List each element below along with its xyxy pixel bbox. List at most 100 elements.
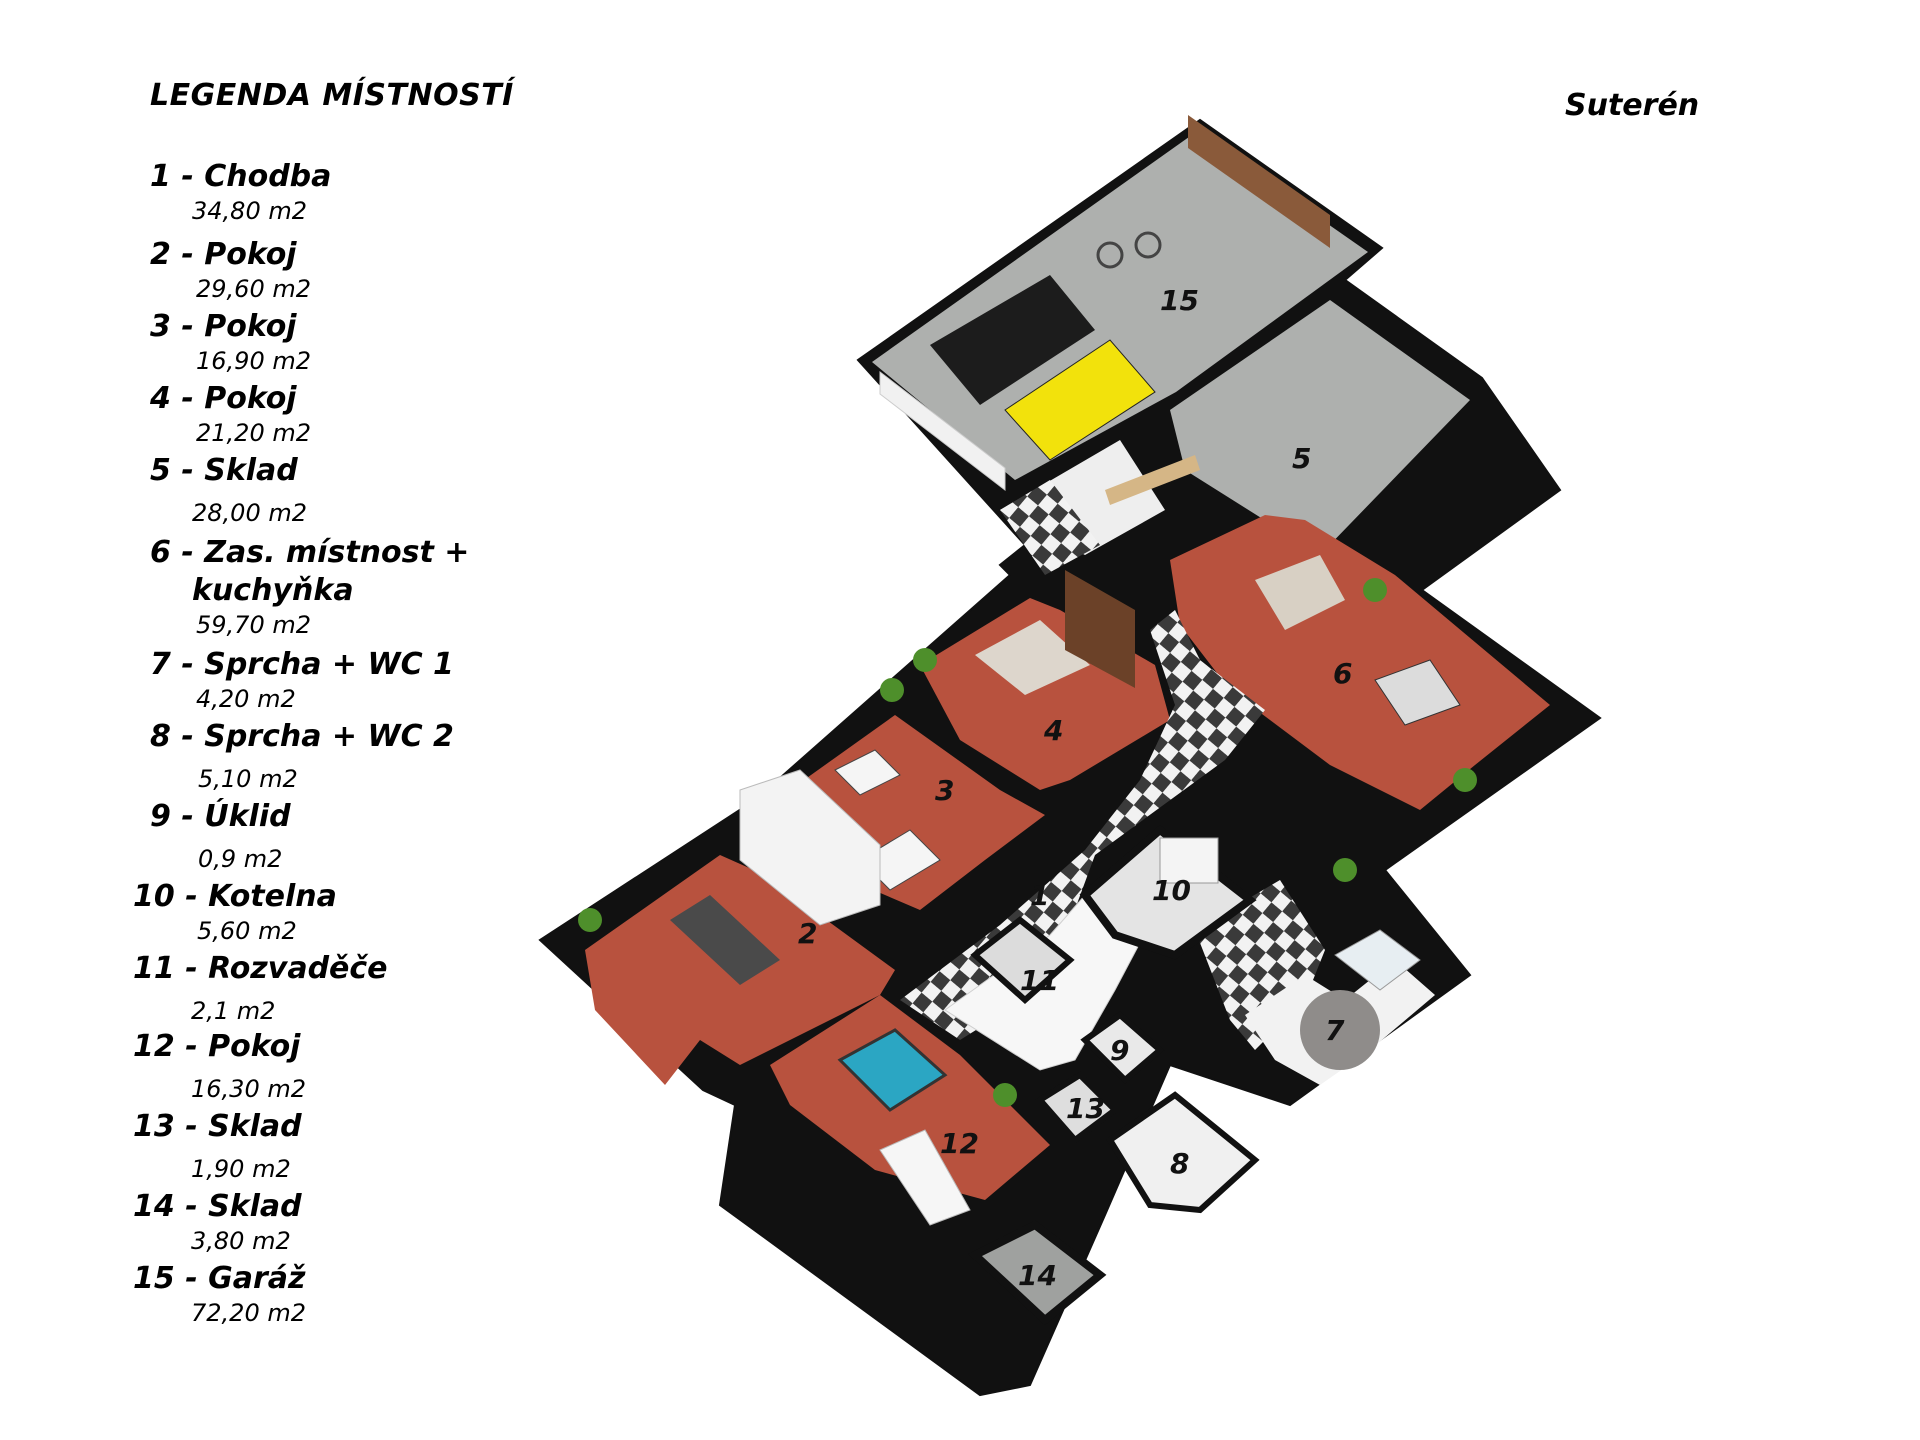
room-number-6: 6	[1333, 657, 1352, 690]
room-number-13: 13	[1066, 1092, 1105, 1125]
legend-item-name: 6 - Zas. místnost +	[150, 535, 470, 570]
plant-icon	[880, 678, 904, 702]
room-3-desk	[834, 749, 901, 796]
room-5-floor	[1170, 300, 1470, 555]
legend-item-8: 8 - Sprcha + WC 2 5,10 m2	[150, 718, 454, 794]
room-6-common-room	[1170, 515, 1550, 810]
legend-item-area: 29,60 m2	[196, 275, 311, 303]
room-number-7: 7	[1325, 1014, 1345, 1047]
room-number-11: 11	[1020, 964, 1059, 997]
legend-item-name: 7 - Sprcha + WC 1	[150, 647, 454, 682]
legend-item-3: 3 - Pokoj 16,90 m2	[150, 308, 311, 376]
room-9-floor	[1080, 1011, 1165, 1085]
legend-item-area: 5,60 m2	[197, 917, 297, 945]
legend-item-14: 14 - Sklad 3,80 m2	[133, 1188, 302, 1256]
room-5-storage	[1170, 300, 1470, 555]
room-number-9: 9	[1110, 1034, 1129, 1067]
room-number-14: 14	[1018, 1259, 1057, 1292]
legend-item-name: 12 - Pokoj	[133, 1029, 301, 1064]
plant-icon	[1453, 768, 1477, 792]
legend-item-4: 4 - Pokoj 21,20 m2	[150, 380, 311, 448]
legend-item-name-continued: kuchyňka	[192, 573, 354, 608]
room-9-cleaning	[1080, 1011, 1165, 1085]
room-4-sofa	[975, 620, 1090, 695]
room-12-sideboard	[879, 1129, 971, 1226]
legend-item-name: 9 - Úklid	[150, 799, 291, 834]
room-15-garage	[872, 115, 1368, 492]
room-2-wardrobe	[739, 769, 881, 926]
legend-item-name: 11 - Rozvaděče	[133, 951, 388, 986]
legend-item-name: 13 - Sklad	[133, 1109, 302, 1144]
room-10-floor	[1079, 824, 1257, 960]
room-4-bookshelf	[1065, 570, 1135, 688]
legend-item-name: 14 - Sklad	[133, 1189, 302, 1224]
bicycle-wheel	[1096, 241, 1124, 269]
legend-item-name: 10 - Kotelna	[133, 879, 337, 914]
boiler-unit	[1159, 837, 1219, 884]
legend-item-area: 4,20 m2	[196, 685, 296, 713]
legend-item-area: 1,90 m2	[191, 1155, 291, 1183]
legend-item-area: 59,70 m2	[196, 611, 311, 639]
room-10-boiler-room	[1079, 824, 1257, 960]
room-6-sofa	[1255, 555, 1345, 630]
legend-item-area: 28,00 m2	[192, 499, 307, 527]
plant-icon	[578, 908, 602, 932]
legend-item-9: 9 - Úklid 0,9 m2	[150, 798, 291, 874]
legend-item-15: 15 - Garáž 72,20 m2	[133, 1260, 306, 1328]
room-14-floor	[968, 1220, 1107, 1326]
legend-item-area: 0,9 m2	[198, 845, 283, 873]
corridor-upper	[1000, 480, 1100, 575]
legend-item-area: 72,20 m2	[191, 1299, 306, 1327]
legend-item-13: 13 - Sklad 1,90 m2	[133, 1108, 302, 1184]
room-4-room	[920, 570, 1170, 790]
room-number-2: 2	[798, 917, 817, 950]
room-number-12: 12	[940, 1127, 979, 1160]
legend-item-area: 34,80 m2	[192, 197, 307, 225]
legend-item-name: 8 - Sprcha + WC 2	[150, 719, 454, 754]
room-number-4: 4	[1043, 714, 1063, 747]
legend-item-10: 10 - Kotelna 5,60 m2	[133, 878, 337, 946]
room-2-table	[670, 895, 780, 985]
black-car	[930, 275, 1095, 405]
room-1-floor	[900, 610, 1265, 1040]
legend-item-area: 2,1 m2	[191, 997, 276, 1025]
legend-item-name: 5 - Sklad	[150, 453, 298, 488]
legend-item-name: 2 - Pokoj	[150, 237, 297, 272]
room-11-box	[970, 916, 1075, 1005]
room-12-room	[770, 995, 1050, 1226]
legend-item-area: 16,30 m2	[191, 1075, 306, 1103]
legend-item-2: 2 - Pokoj 29,60 m2	[150, 236, 311, 304]
legend-item-5: 5 - Sklad 28,00 m2	[150, 452, 307, 528]
room-number-10: 10	[1152, 874, 1191, 907]
plant-icon	[993, 1083, 1017, 1107]
plant-icon	[913, 648, 937, 672]
legend-title: LEGENDA MÍSTNOSTÍ	[150, 78, 514, 113]
yellow-car	[1004, 339, 1156, 461]
legend-item-11: 11 - Rozvaděče 2,1 m2	[133, 950, 388, 1026]
legend-item-area: 5,10 m2	[198, 765, 298, 793]
legend-item-name: 15 - Garáž	[133, 1261, 306, 1296]
shower-enclosure	[1334, 929, 1421, 991]
room-number-3: 3	[935, 774, 954, 807]
room-number-8: 8	[1170, 1147, 1189, 1180]
room-8-shower-wc	[1105, 1091, 1260, 1214]
plants	[578, 578, 1477, 1107]
room-number-1: 1	[1030, 879, 1049, 912]
garage-shelf	[1188, 115, 1330, 248]
garage-door	[879, 370, 1006, 492]
legend-item-6: 6 - Zas. místnost + kuchyňka 59,70 m2	[150, 534, 469, 640]
room-7-rug	[1300, 990, 1380, 1070]
legend-item-name: 1 - Chodba	[150, 159, 332, 194]
legend-item-area: 21,20 m2	[196, 419, 311, 447]
room-7-shower-wc	[1245, 929, 1435, 1085]
legend-item-area: 16,90 m2	[196, 347, 311, 375]
legend-item-area: 3,80 m2	[191, 1227, 291, 1255]
room-8-floor	[1105, 1091, 1260, 1214]
room-6-table	[1374, 659, 1461, 726]
room-2-room	[585, 769, 895, 1085]
legend-item-7: 7 - Sprcha + WC 1 4,20 m2	[150, 646, 454, 714]
plant-icon	[1333, 858, 1357, 882]
room-13-floor	[1035, 1071, 1120, 1145]
plant-icon	[1363, 578, 1387, 602]
